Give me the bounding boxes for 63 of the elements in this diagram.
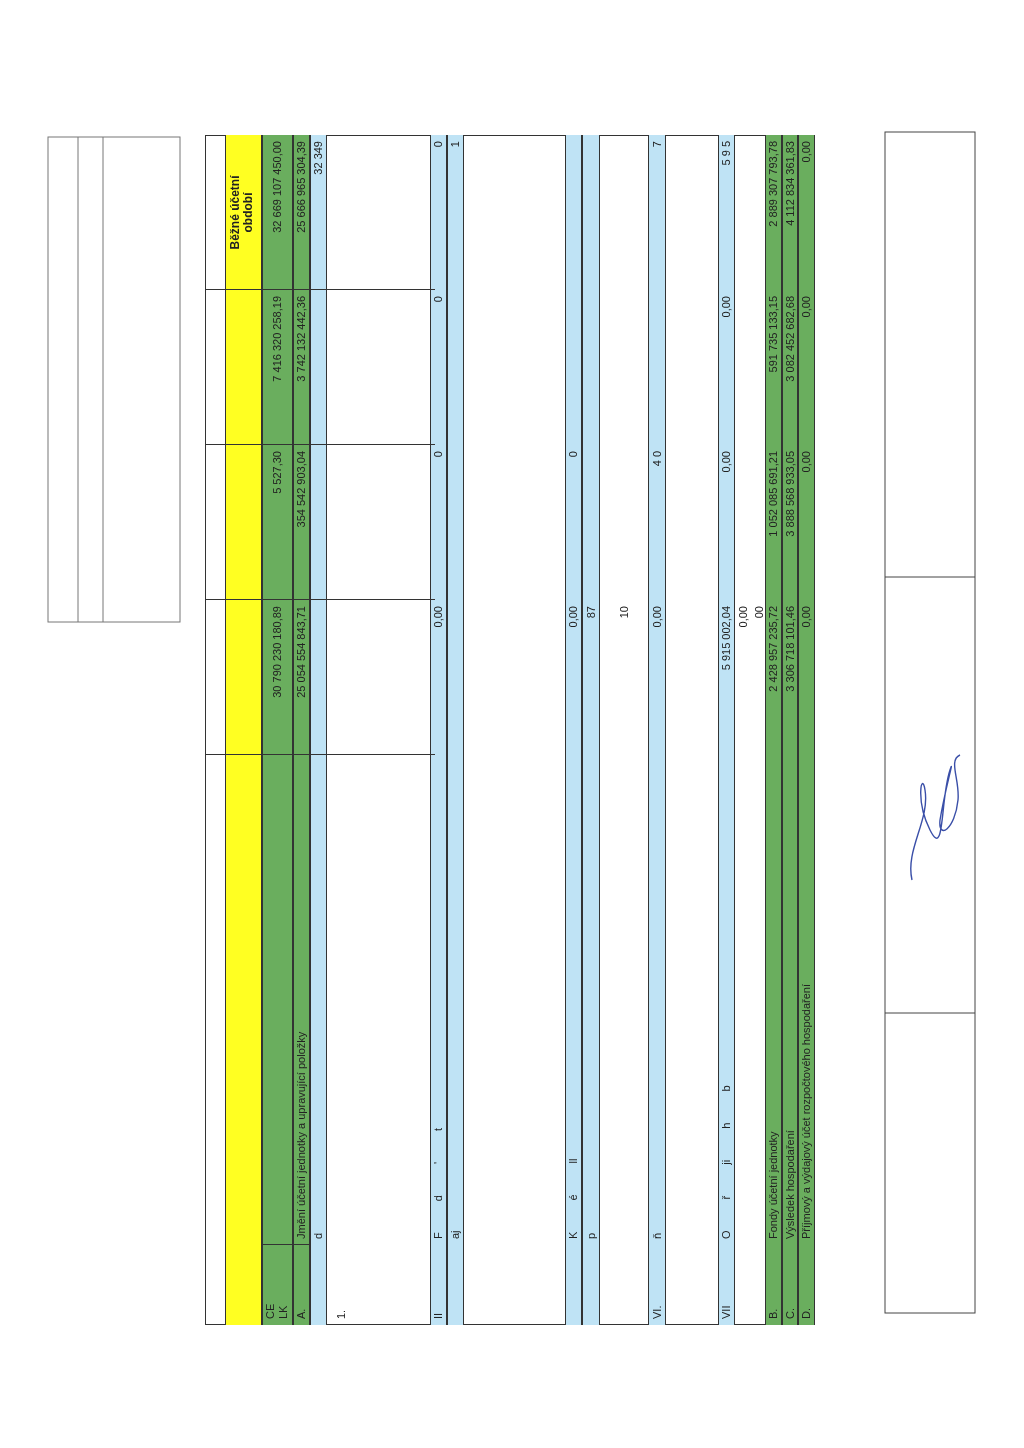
amount: 2 428 957 235,72 [767,606,780,692]
amount: 4 0 [650,451,664,467]
amount: 3 888 568 933,05 [783,451,797,537]
empty-form-box [47,136,181,623]
row-label: F d ' t [432,1127,445,1239]
row-code: A. [295,1308,308,1319]
amount: 0,00 [720,296,733,318]
amount: 0 [567,451,580,458]
column-header: Běžné účetní období [229,174,255,252]
amount: 10 [617,606,631,619]
row-label: aj [449,1230,462,1239]
row-label: Výsledek hospodaření [783,1130,797,1239]
amount: 3 306 718 101,46 [783,606,797,692]
amount: 0,00 [800,451,813,473]
amount: 30 790 230 180,89 [271,606,284,698]
amount: 1 052 085 691,21 [767,451,780,537]
amount: 1 [449,141,462,148]
amount: 5 527,30 [271,451,284,494]
row-code: B. [767,1308,780,1319]
row-code: VII [720,1305,733,1319]
amount: 32 669 107 450,00 [271,141,284,233]
amount: 25 054 554 843,71 [295,606,308,698]
amount: 2 889 307 793,78 [767,141,780,227]
amount: 354 542 903,04 [295,451,308,528]
row-label: Příjmový a výdajový účet rozpočtového hospodaření [800,984,813,1239]
signature-box [884,131,976,1314]
amount: 87 [584,606,598,619]
amount: 0,00 [800,606,813,628]
amount: 591 735 133,15 [767,296,780,373]
row-label: K é ll [567,1158,580,1239]
row-label: ň [650,1232,664,1239]
amount: 25 666 965 304,39 [295,141,308,233]
row-label: Fondy účetní jednotky [767,1131,780,1239]
amount: 0,00 [800,296,813,318]
amount: 7 416 320 258,19 [271,296,284,382]
row-code: C. [783,1308,797,1319]
amount: 32 349 [312,141,325,175]
amount: 0,00 [650,606,664,628]
amount: 00 [753,606,766,619]
row-code: II [432,1312,445,1319]
amount: 0 [432,296,445,303]
row-code: CE LK [264,1302,290,1319]
amount: 0,00 [567,606,580,628]
row-code: VI. [650,1305,664,1319]
row-code: D. [800,1308,813,1319]
handwritten-signature [910,754,961,881]
amount: 0 [432,141,445,148]
amount: 0,00 [432,606,445,628]
amount: 0,00 [800,141,813,163]
amount: 0 [432,451,445,458]
amount: 0,00 [720,451,733,473]
row-label: p [584,1232,598,1239]
amount: 5 9 5 [720,141,733,166]
row-code: 1. [335,1309,348,1319]
amount: 3 742 132 442,36 [295,296,308,382]
row-label: O ř ji h b [720,1085,733,1239]
amount: 7 [650,141,664,148]
amount: 4 112 834 361,83 [783,141,797,226]
amount: 0,00 [737,606,750,628]
row-label: d [312,1232,325,1239]
row-label: Jmění účetní jednotky a upravující položky [295,1031,308,1239]
amount: 3 082 452 682,68 [783,296,797,382]
amount: 5 915 002,04 [720,606,733,671]
